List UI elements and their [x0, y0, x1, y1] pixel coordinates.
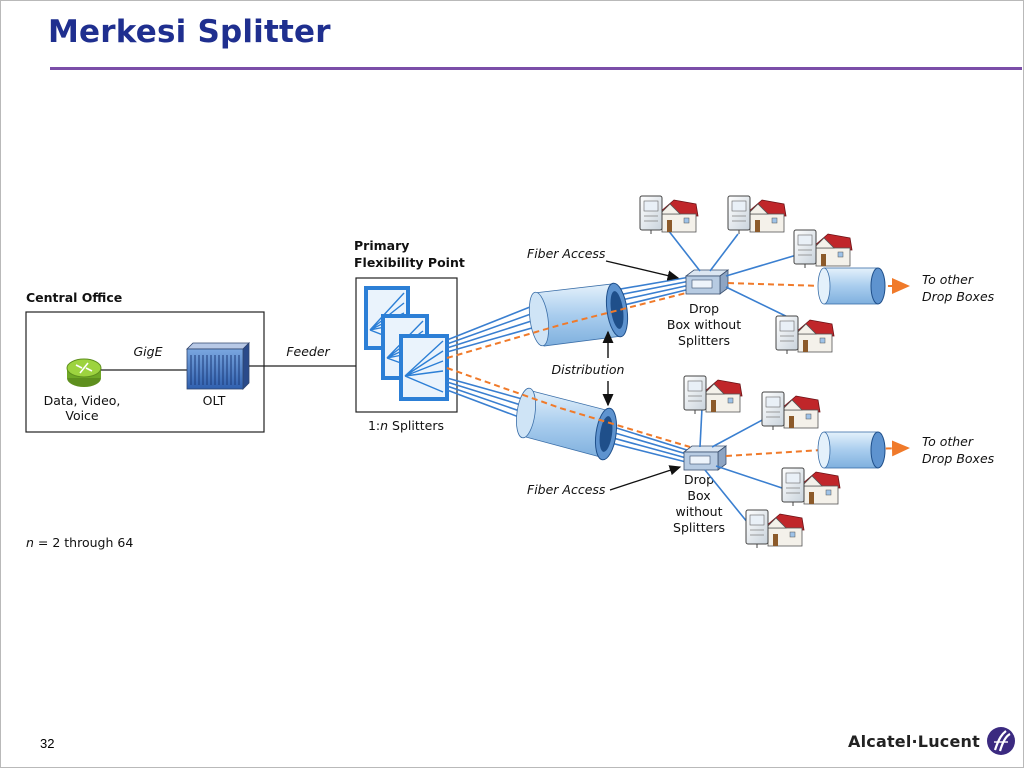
splitters-label: 1:n Splitters [368, 418, 444, 433]
gige-label: GigE [134, 344, 163, 359]
to-other-bottom-line1: To other [922, 434, 974, 449]
drop-bottom-line1: Drop [684, 472, 714, 487]
company-logo: Alcatel·Lucent [848, 726, 1016, 756]
home-icon [639, 195, 699, 234]
to-other-bottom-line2: Drop Boxes [922, 451, 995, 466]
drop-top-line1: Drop [689, 301, 719, 316]
feeder-label: Feeder [286, 344, 330, 359]
home-icon [727, 195, 787, 234]
drop-top-line2: Box without [667, 317, 741, 332]
cable-top [528, 282, 629, 347]
to-other-top-line1: To other [922, 272, 974, 287]
splitter-stack [364, 286, 449, 401]
home-icon [793, 229, 853, 268]
homes-group [639, 195, 853, 548]
home-icon [683, 375, 743, 414]
dashed-path-bottom [446, 367, 691, 448]
title-rule [50, 67, 1022, 70]
home-icon [781, 467, 841, 506]
n-range-note: n = 2 through 64 [26, 535, 133, 550]
drop-box-bottom [682, 445, 728, 471]
source-label-line2: Voice [65, 408, 99, 423]
side-cable-top [817, 267, 886, 305]
drop-bottom-line2: Box [687, 488, 710, 503]
fiber-access-bottom-arrow [609, 465, 682, 491]
central-office-box [25, 311, 265, 433]
primary-point-line2: Flexibility Point [354, 255, 465, 270]
fiber-access-top-arrow [605, 260, 680, 281]
to-other-top-line2: Drop Boxes [922, 289, 995, 304]
drop-top-line3: Splitters [678, 333, 730, 348]
source-label-line1: Data, Video, [44, 393, 121, 408]
drop-bottom-line3: without [676, 504, 723, 519]
home-icon [761, 391, 821, 430]
central-office-label: Central Office [26, 290, 122, 305]
fiber-access-top-label: Fiber Access [527, 246, 606, 261]
router-icon [66, 358, 102, 387]
home-icon [775, 315, 835, 354]
olt-icon [186, 342, 250, 390]
cable-bottom [516, 387, 618, 461]
primary-point-line1: Primary [354, 238, 409, 253]
drop-box-top [684, 269, 730, 295]
fiber-access-bottom-label: Fiber Access [527, 482, 606, 497]
drop-bottom-line4: Splitters [673, 520, 725, 535]
olt-label: OLT [203, 393, 226, 408]
logo-emblem-icon [986, 727, 1015, 755]
logo-text: Alcatel·Lucent [848, 731, 980, 751]
page-number: 32 [40, 736, 55, 751]
slide-title: Merkesi Splitter [48, 14, 331, 50]
home-icon [745, 509, 805, 548]
distribution-label: Distribution [552, 362, 625, 377]
side-cable-bottom [817, 431, 886, 469]
drop-lines-bottom [699, 407, 783, 529]
